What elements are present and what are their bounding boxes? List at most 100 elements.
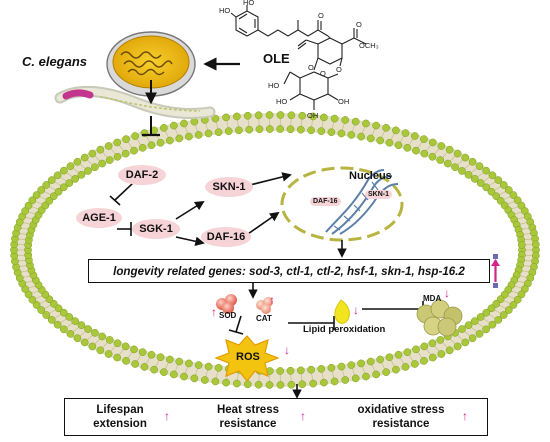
- cat-enzyme-icon: [256, 297, 273, 314]
- lipid-head-inner: [487, 304, 496, 313]
- lipid-head-outer: [517, 290, 526, 299]
- lipid-head-outer: [180, 372, 188, 381]
- lipid-head-outer: [254, 111, 263, 120]
- longevity-genes-box: longevity related genes: sod-3, ctl-1, c…: [88, 259, 490, 283]
- lipid-head-outer: [509, 191, 518, 199]
- heat-up-arrow-icon: ↑: [300, 409, 306, 423]
- lipid-head-outer: [66, 330, 75, 338]
- lipid-head-inner: [214, 128, 223, 137]
- oxidative-up-arrow-icon: ↑: [462, 409, 468, 423]
- lipid-head-outer: [276, 111, 285, 119]
- mda-down-arrow-icon: ↓: [444, 286, 450, 300]
- lipid-head-outer: [320, 378, 328, 387]
- lipid-head-outer: [53, 171, 62, 180]
- svg-text:OCH₃: OCH₃: [359, 41, 379, 50]
- lipid-head-outer: [233, 112, 241, 121]
- lipid-head-outer: [482, 166, 491, 175]
- lipid-head-inner: [113, 339, 122, 348]
- lipid-head-inner: [265, 125, 274, 133]
- outcome-lifespan: Lifespan extension: [80, 403, 160, 431]
- ole-molecule-structure: [230, 5, 367, 110]
- outcome-oxidative-stress: oxidative stress resistance: [344, 403, 458, 431]
- lipid-head-outer: [401, 363, 410, 371]
- lipid-head-outer: [468, 334, 477, 343]
- lipid-head-outer: [66, 162, 75, 170]
- lipid-head-outer: [437, 350, 446, 358]
- lipid-head-outer: [475, 162, 484, 170]
- lipid-head-outer: [499, 311, 508, 319]
- lipid-head-outer: [200, 376, 209, 384]
- pathway-edges: [109, 172, 424, 399]
- lipid-head-inner: [165, 355, 174, 364]
- svg-text:HO: HO: [276, 97, 287, 106]
- lipid-head-inner: [105, 156, 114, 164]
- cat-up-arrow-icon: ↑: [269, 293, 275, 307]
- lipid-head-outer: [211, 377, 220, 386]
- lipid-head-inner: [436, 156, 445, 164]
- lipid-head-outer: [445, 346, 454, 355]
- lipid-head-inner: [482, 183, 491, 192]
- lipid-head-inner: [175, 357, 184, 366]
- svg-text:O: O: [308, 63, 314, 72]
- lipid-head-outer: [59, 166, 68, 175]
- lipid-head-outer: [341, 376, 350, 384]
- lipid-head-inner: [224, 127, 233, 135]
- lipid-head-outer: [309, 379, 317, 388]
- lipid-head-outer: [88, 342, 97, 351]
- lipid-head-outer: [453, 149, 462, 158]
- lipid-head-inner: [105, 336, 114, 344]
- outcome-lifespan-line2: extension: [93, 418, 147, 430]
- lipid-head-inner: [376, 136, 385, 145]
- lipid-head-outer: [420, 357, 428, 365]
- lipid-head-inner: [54, 304, 63, 313]
- lipid-head-outer: [113, 353, 122, 362]
- lipid-head-outer: [287, 380, 296, 389]
- lipid-head-outer: [243, 111, 252, 120]
- lipid-head-inner: [487, 187, 496, 196]
- lipid-head-inner: [464, 170, 473, 179]
- sod-label: SOD: [219, 311, 237, 320]
- lipid-head-inner: [357, 132, 365, 141]
- lipid-head-outer: [351, 117, 360, 126]
- lipid-head-inner: [185, 132, 193, 141]
- mda-label: MDA: [423, 294, 442, 303]
- lipid-head-inner: [255, 125, 264, 134]
- lipid-head-outer: [330, 377, 339, 386]
- lifespan-up-arrow-icon: ↑: [164, 409, 170, 423]
- lipid-head-inner: [307, 126, 315, 135]
- lipid-head-outer: [488, 171, 497, 180]
- lipid-head-outer: [382, 123, 390, 132]
- lipid-head-outer: [53, 320, 62, 329]
- sod-enzyme-icon: [216, 294, 237, 314]
- lipid-head-inner: [84, 167, 92, 175]
- lipid-head-inner: [147, 350, 156, 359]
- lipid-head-outer: [42, 181, 51, 189]
- svg-text:O: O: [318, 11, 324, 20]
- compound-label: OLE: [263, 51, 290, 66]
- lipid-head-outer: [513, 196, 522, 205]
- lipid-head-inner: [307, 365, 315, 374]
- worm-icon: [54, 85, 216, 120]
- lipid-head-inner: [138, 348, 147, 357]
- outcome-heat-stress: Heat stress resistance: [200, 403, 296, 431]
- lipid-head-outer: [341, 116, 350, 124]
- lipid-head-inner: [420, 149, 429, 158]
- lipid-head-outer: [298, 380, 307, 389]
- lipid-head-inner: [98, 332, 107, 341]
- lipid-head-outer: [47, 316, 56, 324]
- dna-helix-icon: [325, 169, 399, 235]
- cat-label: CAT: [256, 314, 272, 323]
- lipid-head-outer: [504, 306, 513, 314]
- lipid-head-inner: [276, 367, 285, 375]
- lipid-head-inner: [130, 345, 138, 354]
- lipid-head-inner: [245, 125, 254, 134]
- lipid-head-outer: [170, 370, 178, 379]
- lipid-head-inner: [458, 325, 466, 333]
- ole-molecule-atoms: HO HO O O OCH₃ O O O HO HO OH OH: [219, 0, 379, 120]
- lipid-head-inner: [412, 146, 420, 155]
- lipid-head-outer: [320, 113, 328, 122]
- ros-down-arrow-icon: ↓: [284, 343, 290, 357]
- lipid-head-inner: [121, 342, 130, 351]
